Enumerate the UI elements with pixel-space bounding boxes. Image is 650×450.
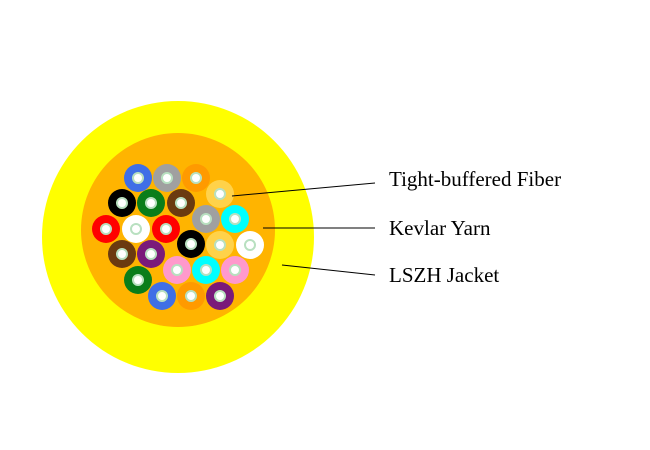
tight-buffered-fiber bbox=[108, 240, 136, 268]
fiber-core bbox=[214, 239, 226, 251]
tight-buffered-fiber bbox=[206, 180, 234, 208]
tight-buffered-fiber bbox=[182, 164, 210, 192]
tight-buffered-fiber bbox=[122, 215, 150, 243]
tight-buffered-fiber bbox=[177, 282, 205, 310]
tight-buffered-fiber bbox=[221, 205, 249, 233]
tight-buffered-fiber bbox=[108, 189, 136, 217]
tight-buffered-fiber bbox=[167, 189, 195, 217]
fiber-core bbox=[145, 248, 157, 260]
fiber-core bbox=[132, 274, 144, 286]
jacket-leader-line bbox=[281, 264, 376, 276]
tight-buffered-fiber-bundle bbox=[92, 164, 264, 310]
fiber-core bbox=[100, 223, 112, 235]
tight-buffered-fiber bbox=[124, 164, 152, 192]
tight-buffered-fiber bbox=[92, 215, 120, 243]
fiber-core bbox=[175, 197, 187, 209]
fiber-core bbox=[160, 223, 172, 235]
fiber-core bbox=[214, 188, 226, 200]
fiber-core bbox=[200, 264, 212, 276]
tight-buffered-fiber bbox=[153, 164, 181, 192]
fiber-core bbox=[116, 248, 128, 260]
fiber-core bbox=[229, 264, 241, 276]
tight-buffered-fiber bbox=[137, 240, 165, 268]
fiber-core bbox=[190, 172, 202, 184]
fiber-core bbox=[156, 290, 168, 302]
fiber-core bbox=[185, 290, 197, 302]
fiber-core bbox=[161, 172, 173, 184]
tight-buffered-fiber bbox=[221, 256, 249, 284]
tight-buffered-fiber bbox=[163, 256, 191, 284]
fiber-core bbox=[229, 213, 241, 225]
fiber-core bbox=[132, 172, 144, 184]
tight-buffered-fiber bbox=[192, 256, 220, 284]
tight-buffered-fiber bbox=[236, 231, 264, 259]
tight-buffered-fiber bbox=[206, 282, 234, 310]
tight-buffered-fiber bbox=[137, 189, 165, 217]
kevlar-label: Kevlar Yarn bbox=[389, 216, 491, 240]
fiber-label: Tight-buffered Fiber bbox=[389, 167, 561, 191]
fiber-core bbox=[145, 197, 157, 209]
fiber-core bbox=[200, 213, 212, 225]
tight-buffered-fiber bbox=[124, 266, 152, 294]
tight-buffered-fiber bbox=[152, 215, 180, 243]
tight-buffered-fiber bbox=[177, 230, 205, 258]
fiber-core bbox=[244, 239, 256, 251]
fiber-core bbox=[185, 238, 197, 250]
jacket-label: LSZH Jacket bbox=[389, 263, 499, 287]
fiber-core bbox=[214, 290, 226, 302]
tight-buffered-fiber bbox=[192, 205, 220, 233]
fiber-core bbox=[116, 197, 128, 209]
fiber-core bbox=[171, 264, 183, 276]
tight-buffered-fiber bbox=[206, 231, 234, 259]
fiber-leader-line bbox=[231, 182, 376, 197]
fiber-core bbox=[130, 223, 142, 235]
tight-buffered-fiber bbox=[148, 282, 176, 310]
